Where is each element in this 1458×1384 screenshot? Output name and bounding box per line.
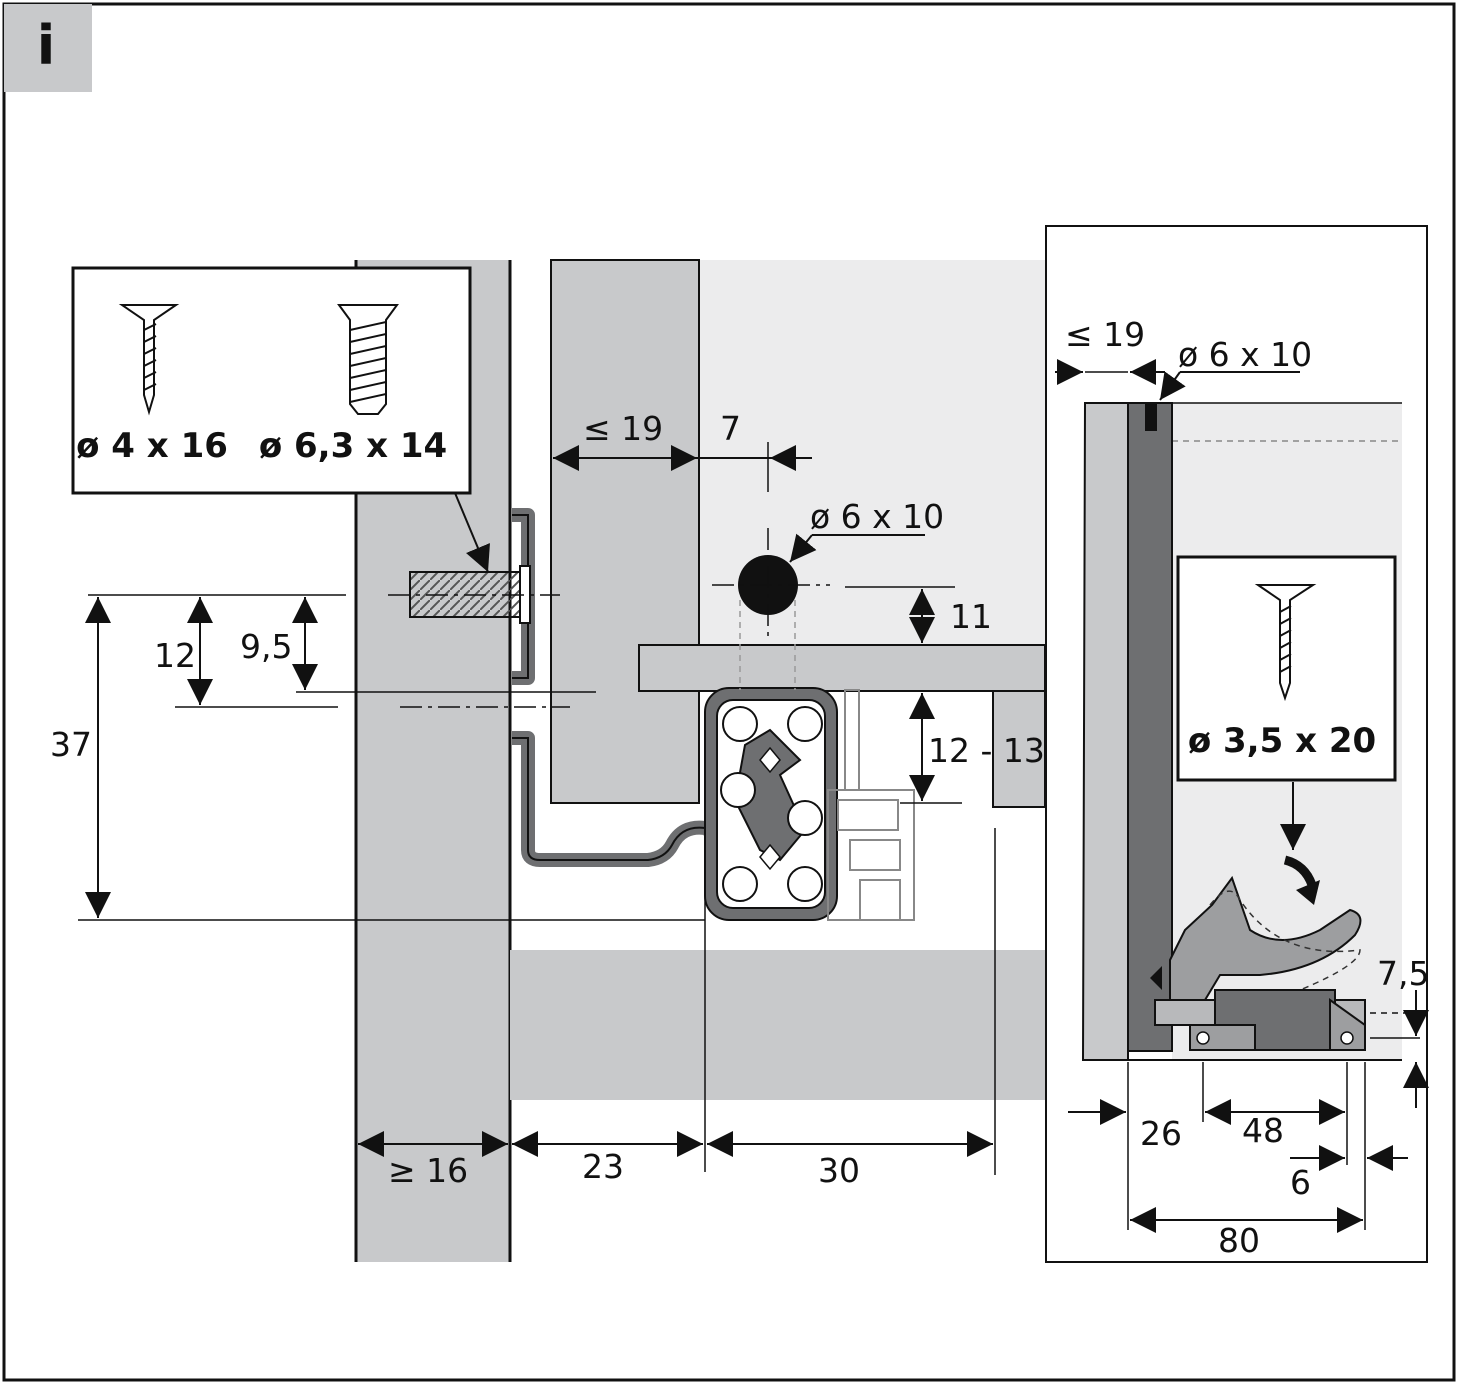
dim-hole-height: 11 (950, 597, 992, 636)
dim-9-5: 9,5 (240, 627, 292, 666)
dim-side-min: ≥ 16 (388, 1151, 468, 1190)
side-dim-max-thickness: ≤ 19 (1065, 315, 1145, 354)
euro-screw-legend-icon (337, 304, 399, 415)
dim-hole-size: ø 6 x 10 (810, 497, 944, 536)
side-dim-6: 6 (1290, 1163, 1311, 1202)
side-dim-hole-size: ø 6 x 10 (1178, 335, 1312, 374)
side-dim-80: 80 (1218, 1221, 1260, 1260)
screw-a-label: ø 4 x 16 (76, 426, 228, 466)
drawer-side-panel (550, 259, 700, 804)
dim-37: 37 (50, 725, 92, 764)
lower-panel (510, 950, 1045, 1100)
legend-leader (454, 492, 490, 573)
small-screw-icon (1254, 584, 1317, 702)
front-panel-edge (992, 690, 1046, 808)
euro-screw-icon (388, 565, 560, 624)
chipboard-screw-icon (118, 304, 180, 416)
front-panel-light (1081, 402, 1129, 1061)
screw-legend-box: ø 4 x 16 ø 6,3 x 14 (71, 266, 472, 495)
info-badge: i (4, 4, 92, 92)
side-dim-7-5: 7,5 (1377, 954, 1429, 993)
side-view: ø 3,5 x 20 ≤ 19 ø 6 x 10 7,5 (1045, 225, 1429, 1263)
front-panel-dark (1127, 402, 1173, 1052)
drawer-bottom (638, 644, 1046, 692)
dim-max-thickness: ≤ 19 (583, 409, 663, 448)
ball-bearing-cage (704, 687, 838, 921)
side-dim-26: 26 (1140, 1114, 1182, 1153)
dim-hole-offset: 7 (720, 409, 741, 448)
locking-clip (827, 689, 915, 921)
info-badge-label: i (37, 14, 56, 77)
front-view: ø 4 x 16 ø 6,3 x 14 ≤ 19 7 ø 6 x 10 11 1… (50, 259, 1046, 1262)
screw-b-label: ø 6,3 x 14 (259, 426, 447, 466)
dim-30: 30 (818, 1151, 860, 1190)
locking-device (1150, 875, 1366, 1051)
dim-23: 23 (582, 1147, 624, 1186)
screw-c-label: ø 3,5 x 20 (1188, 721, 1376, 761)
side-dim-48: 48 (1242, 1111, 1284, 1150)
dim-gap: 12 - 13 (928, 731, 1045, 770)
rotate-arrow-icon (1283, 855, 1317, 887)
screw-legend-box-right: ø 3,5 x 20 (1176, 555, 1397, 782)
dim-12: 12 (154, 636, 196, 675)
